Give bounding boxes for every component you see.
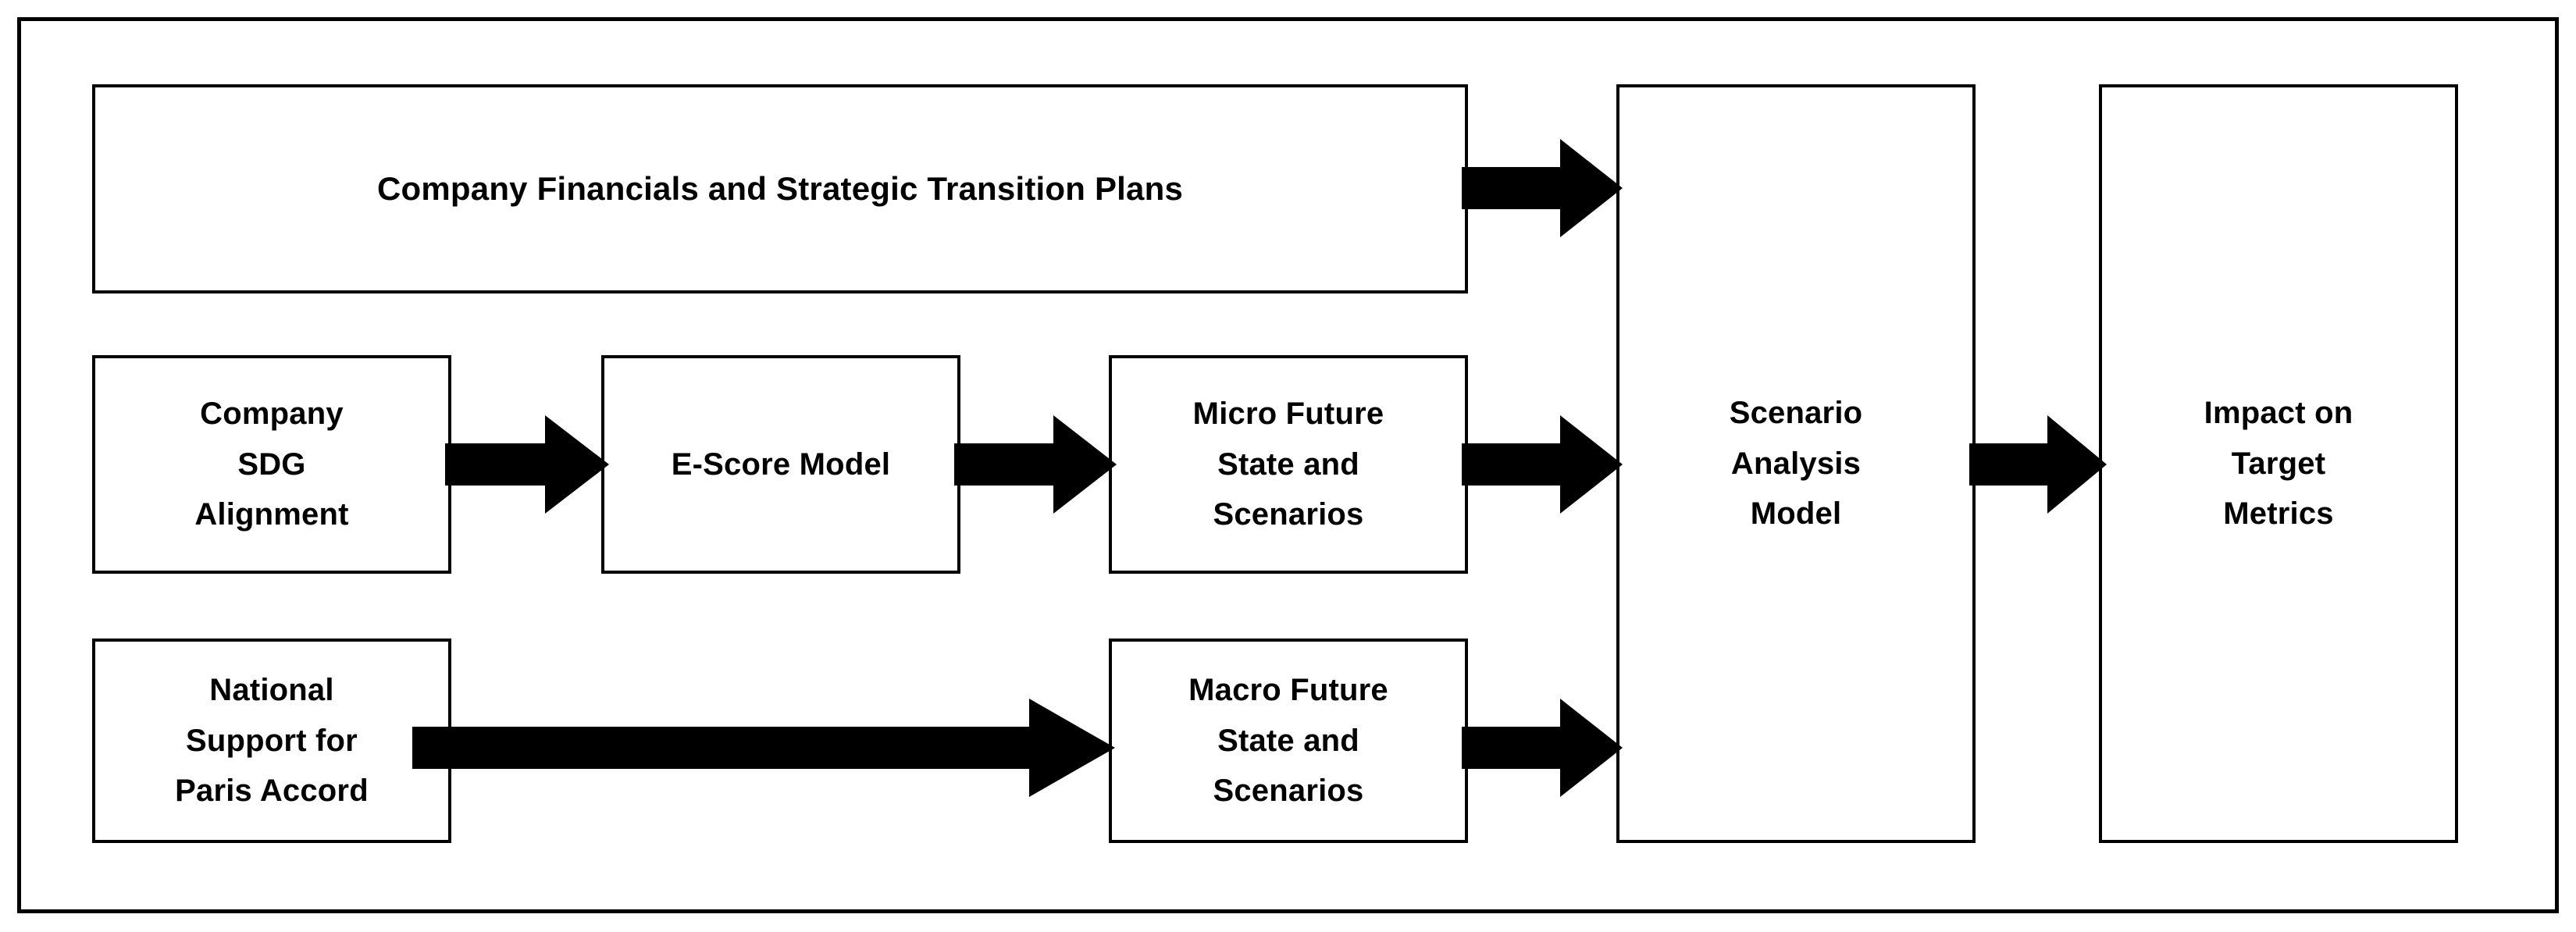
node-label: Company Financials and Strategic Transit… [376,169,1184,207]
node-label: Scenario Analysis Model [1729,395,1863,532]
node-impact-on-target-metrics: Impact on Target Metrics [2099,84,2458,843]
node-company-sdg-alignment: Company SDG Alignment [92,355,451,574]
node-scenario-analysis-model: Scenario Analysis Model [1616,84,1976,843]
arrow-right-icon-escore-to-micro [954,415,1117,514]
node-label: National Support for Paris Accord [175,672,369,809]
node-label: Impact on Target Metrics [2204,395,2353,532]
node-label: Micro Future State and Scenarios [1192,396,1384,532]
arrow-right-icon-financials-to-scenario [1462,139,1623,237]
arrow-right-icon-macro-to-scenario [1462,699,1623,797]
node-micro-future-state-and-scenarios: Micro Future State and Scenarios [1109,355,1468,574]
node-company-financials: Company Financials and Strategic Transit… [92,84,1468,293]
arrow-right-icon-micro-to-scenario [1462,415,1623,514]
node-macro-future-state-and-scenarios: Macro Future State and Scenarios [1109,639,1468,843]
arrow-right-icon-sdg-to-escore [445,415,609,514]
arrow-right-icon-national-to-macro [412,699,1115,797]
node-e-score-model: E-Score Model [601,355,960,574]
arrow-right-icon-scenario-to-impact [1969,415,2107,514]
node-label: Macro Future State and Scenarios [1188,672,1388,809]
node-national-support-for-paris-accord: National Support for Paris Accord [92,639,451,843]
node-label: E-Score Model [671,447,891,482]
node-label: Company SDG Alignment [194,396,349,532]
